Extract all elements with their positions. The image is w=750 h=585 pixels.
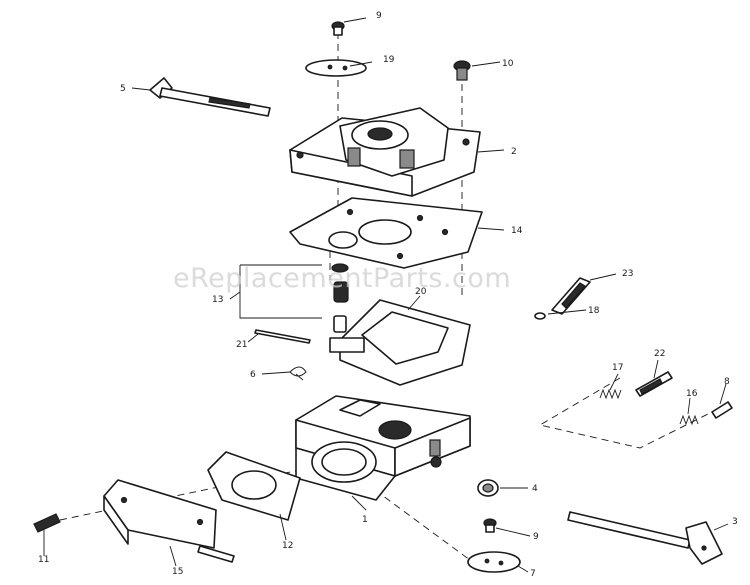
part-4-plug <box>477 479 499 497</box>
part-3-choke-shaft <box>567 511 723 565</box>
watermark-text: eReplacementParts.com <box>173 263 511 294</box>
callout-2: 2 <box>511 147 517 157</box>
part-18-o-ring <box>534 312 546 320</box>
callout-19: 19 <box>383 55 395 65</box>
callout-9-top: 9 <box>376 11 382 21</box>
part-16-spring <box>679 414 699 426</box>
part-9-screw-bottom <box>483 518 497 533</box>
callout-13: 13 <box>212 295 223 305</box>
callout-22: 22 <box>654 349 665 359</box>
callout-18: 18 <box>588 306 600 316</box>
callout-14: 14 <box>511 226 523 236</box>
part-17-spring <box>599 388 622 400</box>
callout-11: 11 <box>38 555 49 565</box>
part-14-gasket <box>289 197 483 269</box>
part-5-throttle-shaft <box>149 77 271 117</box>
callout-4: 4 <box>532 484 538 494</box>
callout-15: 15 <box>172 567 183 577</box>
callout-17: 17 <box>612 363 623 373</box>
part-2-top-body <box>289 107 481 197</box>
part-22-screw <box>635 371 673 397</box>
callout-12: 12 <box>282 541 293 551</box>
callout-leaders <box>43 17 729 573</box>
callout-10: 10 <box>502 59 514 69</box>
part-21-pin <box>254 329 311 344</box>
callout-3: 3 <box>732 517 738 527</box>
callout-16: 16 <box>686 389 698 399</box>
callout-labels: 9 19 10 5 2 14 23 13 18 20 21 6 17 22 8 … <box>38 11 738 579</box>
callout-1: 1 <box>362 515 368 525</box>
callout-23: 23 <box>622 269 633 279</box>
part-23-idle-screw <box>551 277 591 315</box>
part-19-cover-plate <box>305 59 367 77</box>
part-10-screw <box>453 60 471 81</box>
part-11-screw <box>33 513 61 533</box>
callout-9-bottom: 9 <box>533 532 539 542</box>
part-7-throttle-plate <box>467 551 521 573</box>
part-9-screw-top <box>331 21 345 36</box>
part-1-main-body <box>295 395 471 501</box>
part-13-needle-valve-assembly <box>239 263 349 333</box>
callout-21: 21 <box>236 340 247 350</box>
part-12-gasket <box>207 451 301 521</box>
callout-8: 8 <box>724 377 730 387</box>
callout-5: 5 <box>120 84 126 94</box>
callout-6: 6 <box>250 370 256 380</box>
part-15-fuel-pump-cover <box>103 479 235 563</box>
part-6-clip <box>289 366 307 381</box>
part-20-float <box>329 299 471 386</box>
callout-20: 20 <box>415 287 427 297</box>
callout-7: 7 <box>530 569 536 579</box>
part-8-screw <box>711 401 733 419</box>
